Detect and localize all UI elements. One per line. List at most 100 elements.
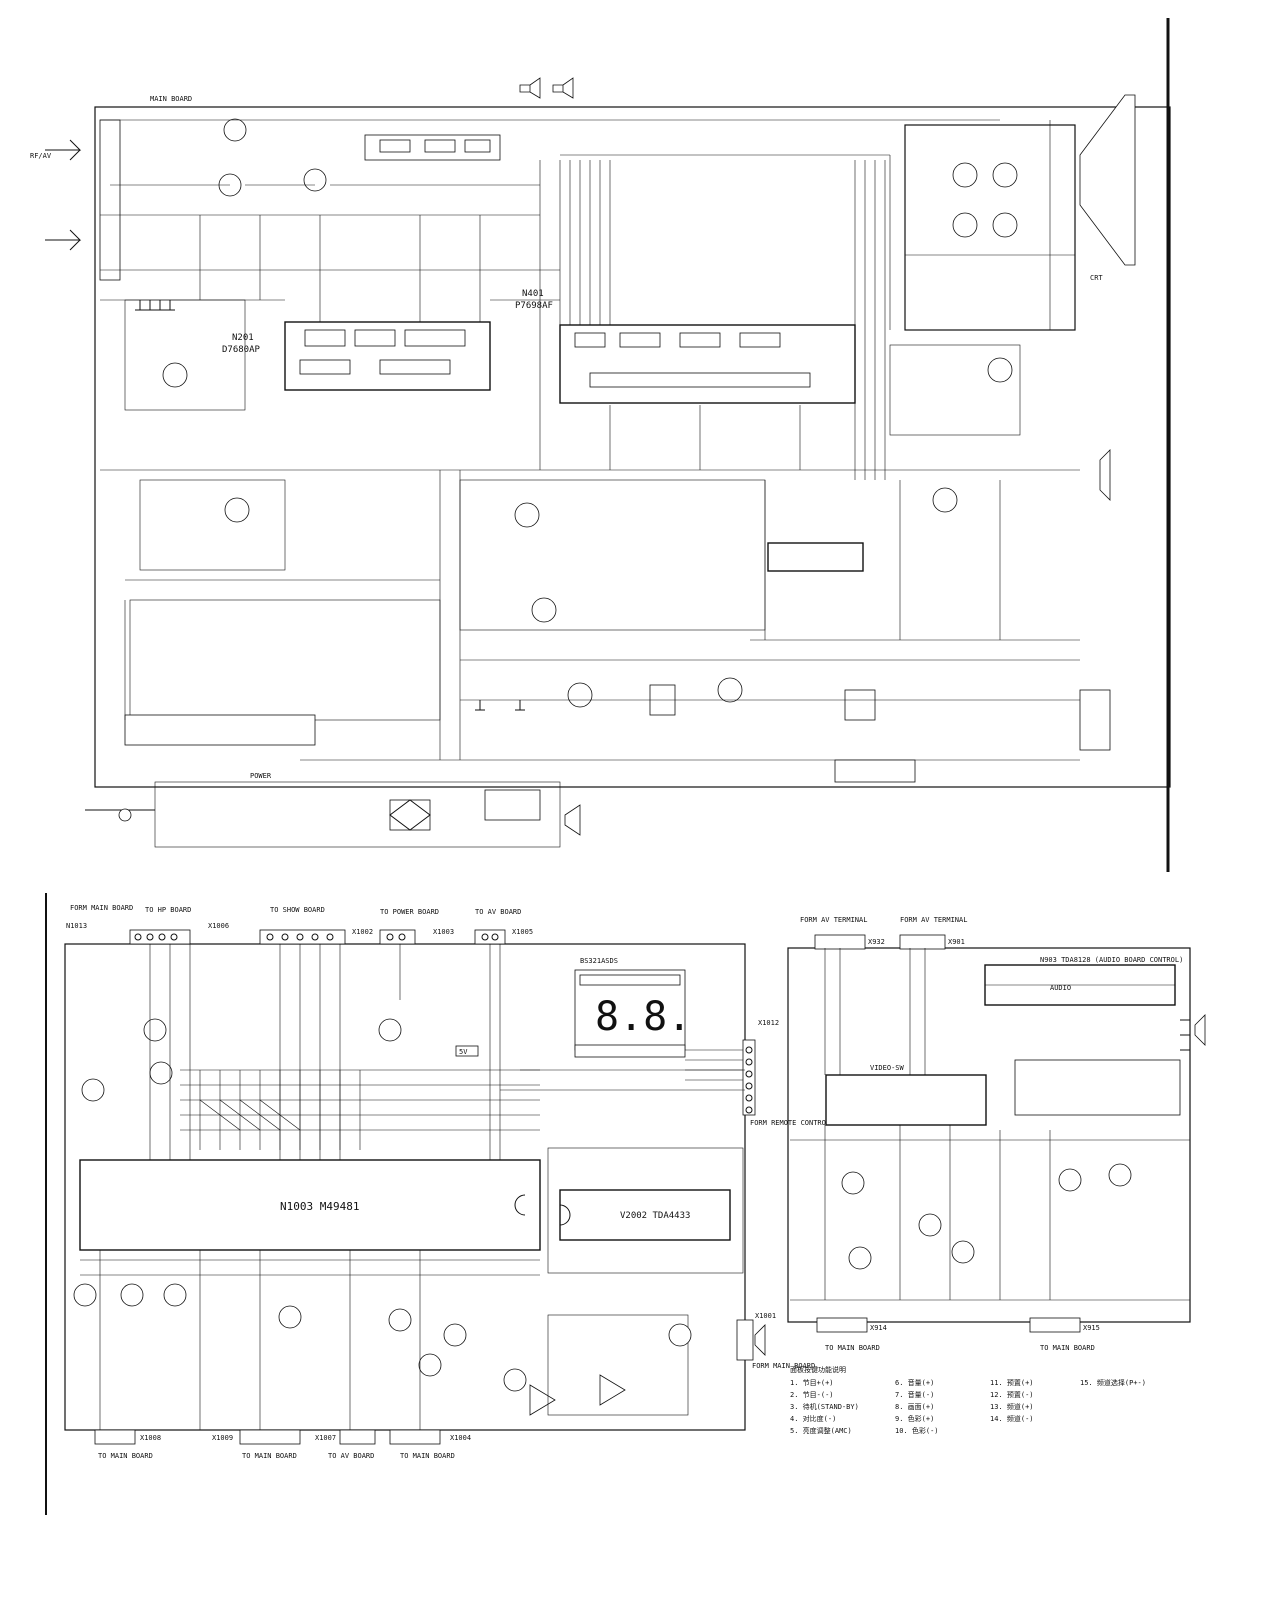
opamp-section [529, 1314, 692, 1416]
ic-v2002-label: V2002 TDA4433 [620, 1211, 690, 1221]
connector-x1005: X1005 [512, 928, 533, 936]
legend-item: 4. 对比度(-) [790, 1414, 836, 1423]
bottom-conn-4-label: TO MAIN BOARD [400, 1452, 455, 1460]
deflection-section [459, 344, 1021, 721]
connector-x1002: X1002 [352, 928, 373, 936]
legend-item: 1. 节目+(+) [790, 1379, 834, 1387]
video-tag: VIDEO-SW [870, 1064, 905, 1072]
tag-5v-box [455, 1045, 479, 1057]
ic-n401-part: P7698AF [515, 301, 553, 311]
display-digits: 8.8. [595, 994, 691, 1040]
x915-label: X915 [1083, 1324, 1100, 1332]
n903-label: N903 TDA8128 (AUDIO BOARD CONTROL) [1040, 956, 1183, 964]
legend-item: 8. 画面(+) [895, 1403, 934, 1411]
x914-to-main-label: TO MAIN BOARD [825, 1344, 880, 1352]
display-label: BS321ASDS [580, 957, 618, 965]
speaker-icon [519, 77, 574, 99]
legend-item: 2. 节目-(-) [790, 1391, 834, 1399]
legend-item: 7. 音量(-) [895, 1390, 934, 1399]
main-board-outline [94, 106, 1171, 788]
ic-v2002: V2002 TDA4433 [547, 1147, 744, 1274]
crt-label: CRT [1090, 274, 1103, 282]
bottom-conn-1-ref: X1008 [140, 1434, 161, 1442]
bottom-conn-1-label: TO MAIN BOARD [98, 1452, 153, 1460]
legend-item: 10. 色彩(-) [895, 1426, 939, 1435]
x915-connector [1029, 1317, 1081, 1333]
connector-n1013: N1013 [66, 922, 87, 930]
rf-input-arrows: RF/AV [30, 139, 82, 251]
top-connectors: X1006 X1002 X1003 X1005 N1013 [66, 922, 533, 945]
top-schematic: MAIN BOARD RF/AV N201 D7680A [30, 18, 1171, 872]
ic-n401: N401 P7698AF [515, 289, 856, 404]
audio-tag: AUDIO [1050, 984, 1071, 992]
ic-n201: N201 D7680AP [222, 321, 491, 391]
from-av-terminal-label-2: FORM AV TERMINAL [900, 916, 967, 924]
tuner-block [99, 119, 121, 281]
from-av-terminal-label: FORM AV TERMINAL [800, 916, 867, 924]
key-matrix [180, 1069, 540, 1150]
control-transistors [73, 1018, 527, 1392]
x915-to-main-label: TO MAIN BOARD [1040, 1344, 1095, 1352]
legend-item: 15. 频道选择(P+-) [1080, 1378, 1146, 1387]
bottom-right-schematic: FORM AV TERMINAL FORM AV TERMINAL X932 X… [787, 916, 1206, 1435]
plug-icon [564, 804, 581, 836]
legend-item: 12. 预置(-) [990, 1390, 1034, 1399]
bottom-conn-4-ref: X1004 [450, 1434, 471, 1442]
crt-board: CRT [904, 94, 1136, 331]
bottom-conn-3-ref: X1007 [315, 1434, 336, 1442]
remote-connector: X1012 FORM REMOTE CONTROL BOARD [742, 1019, 855, 1127]
legend-item: 5. 亮度调整(AMC) [790, 1426, 852, 1435]
form-main-board-side-label: FORM MAIN BOARD [752, 1362, 815, 1370]
bottom-conn-3-label: TO AV BOARD [328, 1452, 374, 1460]
legend-item: 13. 频道(+) [990, 1402, 1034, 1411]
to-av-board-label: TO AV BOARD [475, 908, 521, 916]
ic-n401-label: N401 [522, 289, 544, 299]
crt-icon [1079, 94, 1136, 266]
bottom-left-schematic: FORM MAIN BOARD TO HP BOARD TO SHOW BOAR… [45, 893, 855, 1515]
if-section [218, 118, 501, 197]
av-board-outline [787, 947, 1191, 1323]
legend-item: 6. 音量(+) [895, 1378, 934, 1387]
key-legend: 面板按键功能说明 1. 节目+(+) 2. 节目-(-) 3. 待机(STAND… [790, 1365, 1146, 1435]
wiring [100, 119, 1080, 761]
connector-x1012: X1012 [758, 1019, 779, 1027]
bottom-conn-2-ref: X1009 [212, 1434, 233, 1442]
bottom-conn-2-label: TO MAIN BOARD [242, 1452, 297, 1460]
control-wiring [80, 944, 745, 1430]
right-side-connector: X1001 FORM MAIN BOARD [736, 1312, 815, 1370]
main-board-label: MAIN BOARD [150, 95, 192, 103]
x914-label: X914 [870, 1324, 887, 1332]
to-hp-board-label: TO HP BOARD [145, 906, 191, 914]
ic-n1003: N1003 M49481 [79, 1159, 541, 1251]
audio-ic: N903 TDA8128 (AUDIO BOARD CONTROL) AUDIO [984, 956, 1206, 1116]
bottom-connectors: TO MAIN BOARD X1008 TO MAIN BOARD X1009 … [94, 1429, 471, 1460]
ic-n201-label: N201 [232, 333, 254, 343]
right-connectors [834, 449, 1111, 783]
legend-item: 9. 色彩(+) [895, 1414, 934, 1423]
form-remote-board-label: FORM REMOTE CONTROL BOARD [750, 1119, 855, 1127]
x932-label: X932 [868, 938, 885, 946]
x901-label: X901 [948, 938, 965, 946]
legend-item: 14. 频道(-) [990, 1414, 1034, 1423]
x932-connector [814, 934, 866, 950]
led-display: BS321ASDS 8.8. [574, 957, 745, 1081]
ic-n1003-label: N1003 M49481 [280, 1200, 359, 1213]
to-show-board-label: TO SHOW BOARD [270, 906, 325, 914]
sound-section [124, 299, 441, 746]
video-switch-ic: VIDEO-SW [825, 1064, 987, 1126]
connector-x1001: X1001 [755, 1312, 776, 1320]
x914-connector [816, 1317, 868, 1333]
connector-x1003: X1003 [433, 928, 454, 936]
to-power-board-label: TO POWER BOARD [380, 908, 439, 916]
av-wiring [790, 948, 1190, 1301]
ic-n201-part: D7680AP [222, 345, 261, 355]
legend-item: 11. 预置(+) [990, 1378, 1034, 1387]
av-transistors [841, 1163, 1132, 1270]
tag-5v: 5V [459, 1048, 468, 1056]
power-label: POWER [250, 772, 272, 780]
legend-title: 面板按键功能说明 [790, 1365, 846, 1374]
connector-x1006: X1006 [208, 922, 229, 930]
ground-symbols [135, 300, 525, 711]
from-main-board-label: FORM MAIN BOARD [70, 904, 133, 912]
